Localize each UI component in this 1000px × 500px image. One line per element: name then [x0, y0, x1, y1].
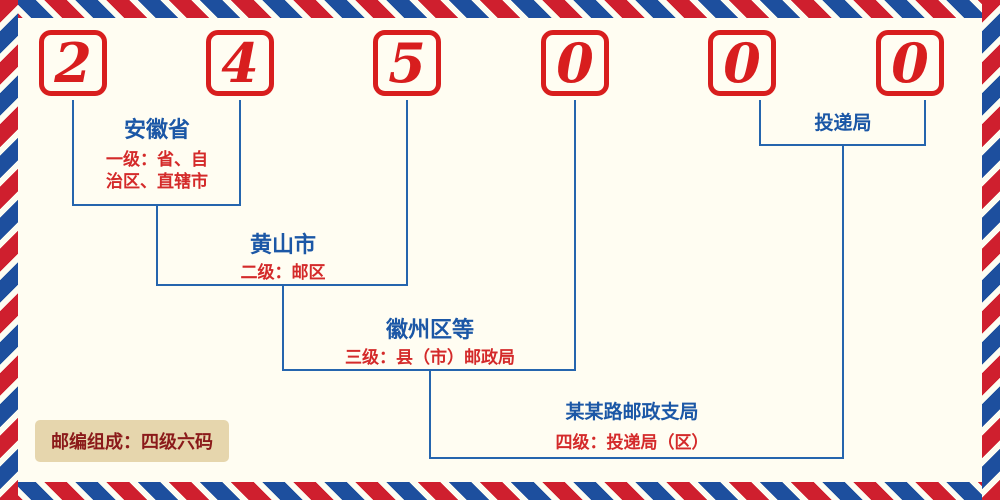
label-level1-desc-line2: 治区、直辖市	[106, 172, 208, 192]
airmail-border-top	[0, 0, 1000, 18]
digit-text: 0	[556, 31, 594, 95]
digit-text: 2	[54, 31, 92, 95]
airmail-border-left	[0, 0, 18, 500]
label-level4-title: 某某路邮政支局	[565, 401, 699, 423]
digit-box-4: 0	[541, 30, 609, 96]
label-level3-desc: 三级：县（市）邮政局	[345, 348, 515, 368]
airmail-border-right	[982, 0, 1000, 500]
label-level2-desc: 二级：邮区	[240, 263, 326, 283]
label-level2-title: 黄山市	[249, 233, 317, 258]
digit-box-2: 4	[206, 30, 274, 96]
digit-box-6: 0	[876, 30, 944, 96]
digit-text: 4	[221, 31, 259, 95]
label-level4-desc: 四级：投递局（区）	[555, 433, 709, 453]
digit-text: 0	[891, 31, 929, 95]
digit-text: 0	[723, 31, 761, 95]
label-level1-desc-line1: 一级：省、自	[106, 150, 208, 170]
digit-box-3: 5	[373, 30, 441, 96]
digit-text: 5	[388, 31, 426, 95]
label-delivery-title: 投递局	[814, 112, 872, 134]
digit-box-5: 0	[708, 30, 776, 96]
label-level1-title: 安徽省	[123, 118, 191, 143]
digit-box-1: 2	[39, 30, 107, 96]
label-level3-title: 徽州区等	[385, 318, 475, 343]
postal-composition-badge: 邮编组成：四级六码	[35, 420, 229, 462]
airmail-border-bottom	[0, 482, 1000, 500]
